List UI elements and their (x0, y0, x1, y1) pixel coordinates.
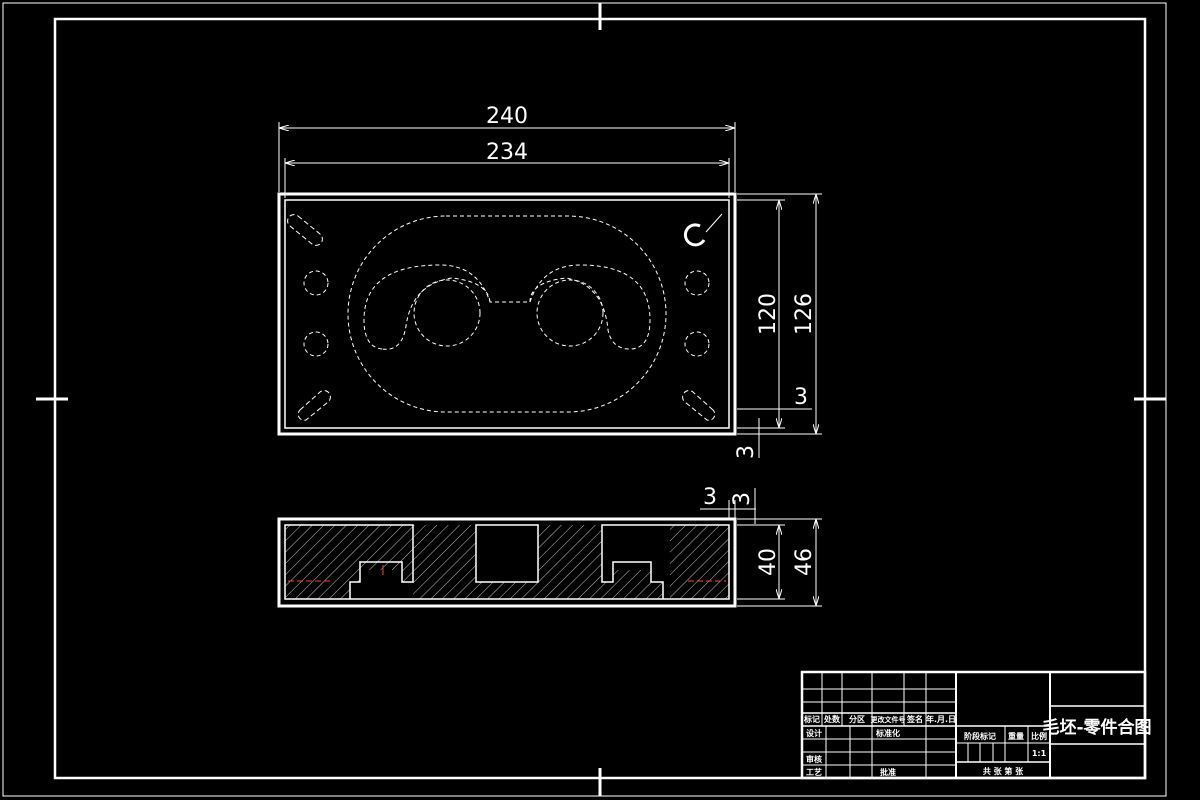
dim-inner-height: 40 (756, 548, 781, 576)
header-date: 年.月.日 (926, 714, 956, 724)
sheet-info: 共 张 第 张 (983, 766, 1024, 776)
dim-overall-height: 46 (792, 548, 817, 576)
scale-value: 1:1 (1032, 749, 1047, 758)
title-block-drawing-title: 毛坯-零件合图 (1042, 717, 1151, 738)
label-scale: 比例 (1031, 731, 1047, 741)
header-signature: 签名 (906, 714, 923, 724)
header-change-doc: 更改文件号 (871, 715, 906, 724)
label-weight: 重量 (1008, 731, 1024, 741)
corner-slots (287, 214, 716, 421)
part-outline-top (284, 199, 730, 429)
section-hatch (285, 525, 729, 599)
header-count: 处数 (823, 714, 841, 724)
label-standardization: 标准化 (875, 728, 900, 738)
dimension-texts: 240 234 120 126 3 3 3 3 40 46 (486, 104, 817, 576)
corner-hook (683, 223, 706, 247)
label-approve: 批准 (880, 767, 896, 777)
top-view (277, 192, 737, 436)
dim-allowance-top-right: 3 (730, 492, 755, 506)
dimension-lines (278, 122, 822, 607)
section-marks (288, 565, 726, 582)
blank-outline-top (277, 192, 737, 436)
dim-overall-length: 240 (486, 104, 528, 129)
sheet-outer-border (2, 2, 1167, 797)
dim-overall-width: 126 (792, 293, 817, 335)
hidden-contours (347, 215, 667, 413)
bolt-holes (303, 270, 710, 357)
part-outline-section (284, 524, 730, 600)
dim-allowance-top-left: 3 (703, 485, 717, 510)
label-process: 工艺 (806, 767, 822, 777)
title-block-text: 毛坯-零件合图 标记 处数 分区 更改文件号 签名 年.月.日 设计 标准化 审… (803, 714, 1152, 777)
dim-inner-width: 120 (756, 293, 781, 335)
drawing-frame (53, 17, 1147, 780)
centering-marks (36, 3, 1166, 796)
title-block (800, 670, 1147, 780)
dim-inner-length: 234 (486, 140, 528, 165)
blank-outline-section (277, 517, 737, 608)
label-stage-mark: 阶段标记 (964, 731, 996, 741)
dim-allowance-side: 3 (794, 385, 808, 410)
label-design: 设计 (806, 728, 822, 738)
dim-allowance-bottom: 3 (734, 445, 759, 459)
header-mark: 标记 (803, 714, 820, 724)
section-view (277, 517, 737, 608)
header-zone: 分区 (849, 714, 865, 724)
label-review: 审核 (806, 754, 822, 764)
hook-leader (705, 213, 723, 233)
